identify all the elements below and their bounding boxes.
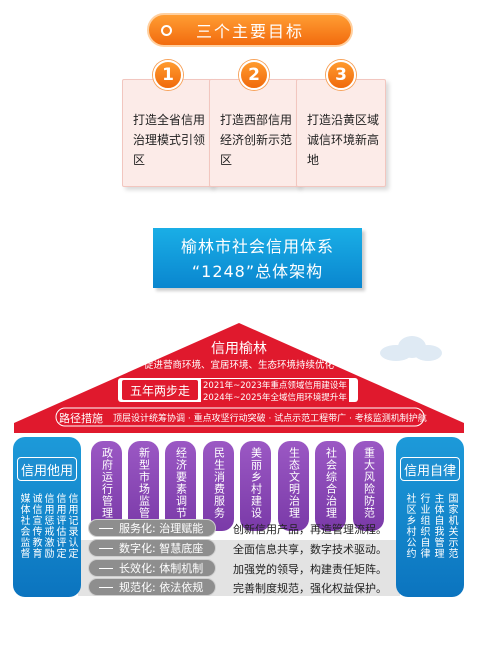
right-side-item: 主体自我管理: [432, 493, 443, 559]
pillar-label: 生态文明治理: [287, 447, 301, 519]
cloud-icon: [380, 336, 442, 361]
pillar-item: 生态文明治理: [278, 441, 309, 531]
pillar-label: 重大风险防范: [362, 447, 376, 519]
title-line-2: “1248”总体架构: [191, 262, 324, 281]
measures-label: 路径措施: [59, 412, 103, 425]
right-side-item: 社区乡村公约: [404, 493, 415, 559]
architecture-title: 榆林市社会信用体系 “1248”总体架构: [153, 228, 362, 288]
principle-row: 数字化: 智慧底座 全面信息共享，数字技术驱动。: [88, 539, 391, 557]
right-side-items: 社区乡村公约 行业组织自律 主体自我管理 国家机关示范: [404, 493, 457, 559]
goal-text: 打造全省信用治理模式引领区: [133, 113, 206, 167]
left-side-items: 媒体社会监督 诚信宣传教育 信用惩戒激励 信用评估评定 信用记录认定: [18, 493, 77, 559]
roof-subtitle: 促进营商环境、宜居环境、生态环境持续优化: [143, 360, 334, 371]
pillar-item: 社会综合治理: [315, 441, 346, 531]
pillar-item: 经济要素调节: [165, 441, 196, 531]
principle-text: 全面信息共享，数字技术驱动。: [233, 543, 387, 556]
right-side-item: 国家机关示范: [446, 493, 457, 559]
measures-text: 顶层设计统筹协调 · 重点攻坚行动突破 · 试点示范工程带广 · 考核监测机制护…: [113, 414, 427, 424]
pillar-item: 美丽乡村建设: [240, 441, 271, 531]
goals-header-tag: 三个主要目标: [147, 13, 353, 47]
step-2-text: 2024年~2025年全域信用环境提升年: [201, 391, 349, 403]
goal-number-badge: 3: [326, 60, 356, 90]
pillar-item: 重大风险防范: [353, 441, 384, 531]
principle-label-pill: 数字化: 智慧底座: [88, 539, 216, 557]
goal-number-badge: 2: [239, 60, 269, 90]
right-side-column: 信用自律 社区乡村公约 行业组织自律 主体自我管理 国家机关示范: [396, 437, 464, 597]
principle-label: 长效化: 体制机制: [119, 562, 204, 575]
steps-label: 五年两步走: [122, 380, 198, 400]
principle-label: 数字化: 智慧底座: [119, 542, 204, 555]
principle-label-pill: 服务化: 治理赋能: [88, 519, 216, 537]
principle-text: 完善制度规范，强化权益保护。: [233, 582, 387, 595]
goal-card-3: 打造沿黄区域诚信环境新高地: [296, 79, 386, 187]
principle-label-pill: 长效化: 体制机制: [88, 559, 216, 577]
principle-label: 规范化: 依法依规: [119, 581, 204, 594]
principle-label-pill: 规范化: 依法依规: [88, 578, 216, 596]
principle-text: 创新信用产品，再造管理流程。: [233, 523, 387, 536]
right-side-item: 行业组织自律: [418, 493, 429, 559]
right-side-label: 信用自律: [400, 457, 460, 481]
pillar-label: 经济要素调节: [174, 447, 188, 519]
goal-number-badge: 1: [153, 60, 183, 90]
pillar-label: 社会综合治理: [324, 447, 338, 519]
pillar-label: 民生消费服务: [212, 447, 226, 519]
pillar-item: 新型市场监管: [128, 441, 159, 531]
pillar-label: 美丽乡村建设: [249, 447, 263, 519]
left-side-item: 媒体社会监督: [18, 493, 29, 559]
pillar-item: 民生消费服务: [203, 441, 234, 531]
left-side-item: 诚信宣传教育: [30, 493, 41, 559]
roof-main-title: 信用榆林: [211, 341, 267, 357]
principle-label: 服务化: 治理赋能: [119, 522, 204, 535]
goal-text: 打造西部信用经济创新示范区: [220, 113, 293, 167]
left-side-label: 信用他用: [17, 457, 77, 481]
pillar-label: 新型市场监管: [137, 447, 151, 519]
principle-row: 规范化: 依法依规 完善制度规范，强化权益保护。: [88, 578, 391, 596]
principle-row: 长效化: 体制机制 加强党的领导，构建责任矩阵。: [88, 559, 391, 577]
left-side-column: 信用他用 媒体社会监督 诚信宣传教育 信用惩戒激励 信用评估评定 信用记录认定: [13, 437, 81, 597]
pillar-label: 政府运行管理: [100, 447, 114, 519]
goal-card-2: 打造西部信用经济创新示范区: [209, 79, 299, 187]
goals-header-label: 三个主要目标: [195, 22, 304, 41]
left-side-item: 信用惩戒激励: [42, 493, 53, 559]
principle-text: 加强党的领导，构建责任矩阵。: [233, 563, 387, 576]
pillar-item: 政府运行管理: [91, 441, 122, 531]
left-side-item: 信用评估评定: [54, 493, 65, 559]
principle-row: 服务化: 治理赋能 创新信用产品，再造管理流程。: [88, 519, 391, 537]
goal-text: 打造沿黄区域诚信环境新高地: [307, 113, 380, 167]
circle-dot-icon: [161, 25, 172, 36]
goal-card-1: 打造全省信用治理模式引领区: [122, 79, 212, 187]
left-side-item: 信用记录认定: [66, 493, 77, 559]
title-line-1: 榆林市社会信用体系: [180, 237, 334, 256]
step-1-text: 2021年~2023年重点领域信用建设年: [201, 379, 349, 391]
